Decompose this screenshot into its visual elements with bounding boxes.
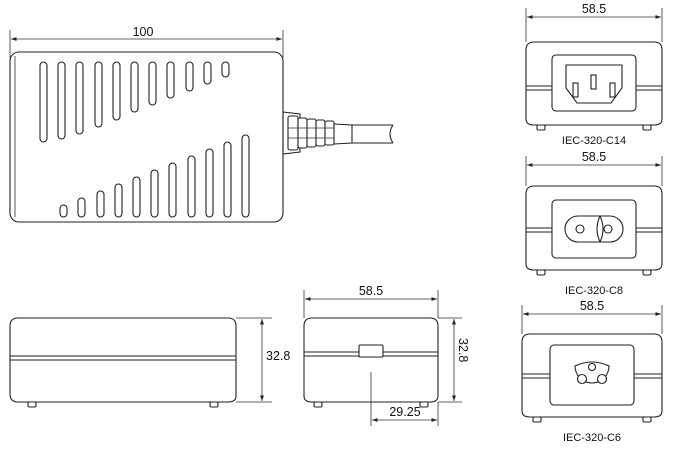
caption-c6: IEC-320-C6 [563,432,621,444]
foot-right [209,401,219,408]
c8-inlet-socket [564,215,624,243]
pin-earth [590,74,597,90]
foot-right [419,401,429,408]
foot-left [536,269,546,276]
c6-end-view: 58.5 IEC-320-C6 [521,299,663,444]
dim-label-length: 100 [133,25,154,39]
front-view: 58.5 32.8 29.25 [303,284,470,426]
foot-left [313,401,323,408]
pin-live [572,82,579,98]
side-view: 32.8 [9,317,290,408]
pin-right [596,373,608,385]
pin-neutral [609,82,616,98]
top-view: 100 [9,25,394,223]
dim-label-front-height: 32.8 [456,338,470,362]
dc-cable [352,124,394,144]
vent-slots-lower [59,134,250,218]
pin-left [576,373,588,385]
vent-slots-upper [39,61,230,143]
adapter-body-front [303,317,439,403]
foot-right [642,269,652,276]
c8-end-view: 58.5 IEC-320-C8 [525,150,663,297]
caption-c14: IEC-320-C14 [562,135,626,147]
caption-c8: IEC-320-C8 [565,285,623,297]
foot-right [642,416,652,423]
dim-label-c6-width: 58.5 [580,299,604,313]
strain-relief [282,111,353,155]
foot-left [532,416,542,423]
dim-label-c8-width: 58.5 [582,150,606,164]
dim-label-front-offset: 29.25 [389,405,420,419]
pin-earth [587,362,597,372]
dim-label-side-height: 32.8 [266,349,290,363]
foot-right [642,124,652,131]
dc-outlet [358,344,384,358]
dim-label-front-width: 58.5 [359,284,383,298]
foot-left [536,124,546,131]
pin-right [603,224,613,234]
foot-left [27,401,37,408]
pin-left [575,224,585,234]
dim-label-c14-width: 58.5 [582,2,606,16]
c14-end-view: 58.5 IEC-320-C14 [525,2,663,147]
